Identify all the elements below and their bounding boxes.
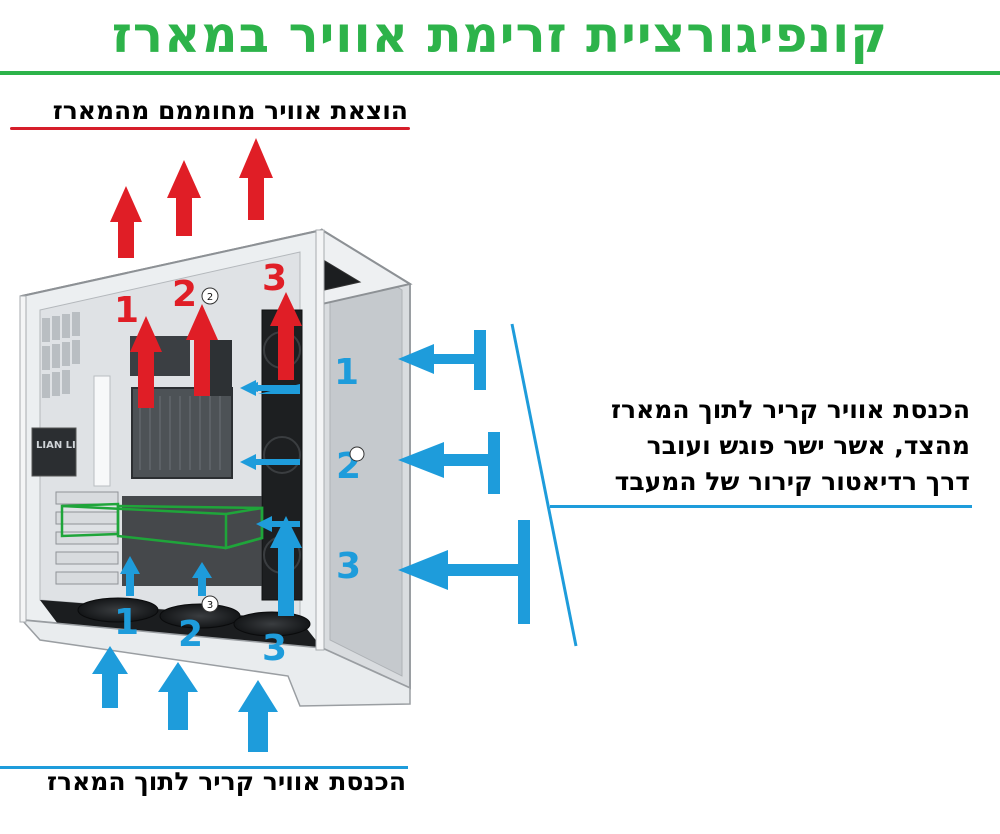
cable-cover [93, 375, 111, 487]
side-divider-line [510, 323, 578, 647]
title-underline [0, 71, 1000, 75]
bottom-fan-3: 3 [262, 628, 287, 669]
bottom-arrow-2 [158, 662, 198, 730]
bottom-intake-arrows [92, 516, 302, 752]
side-intake-arrows [240, 330, 530, 624]
top-fan-2: 2 [172, 274, 197, 315]
top-fan-3: 3 [262, 258, 287, 299]
side-arrow-2 [398, 442, 488, 478]
side-inner-line-2 [254, 459, 300, 465]
bottom-intake-rule [0, 766, 408, 769]
side-bar-1 [474, 330, 486, 390]
page-title: קונפיגורציית זרימת אוויר במארז [111, 6, 889, 64]
side-fan-1: 1 [334, 352, 359, 393]
bottom-arrow-3 [238, 680, 278, 752]
badge-3-circle [201, 595, 219, 613]
side-inner-head-3 [256, 516, 272, 532]
brand-badge [31, 427, 77, 477]
badge-3-text: 3 [207, 600, 213, 611]
pc-case: LIAN LI [19, 228, 413, 707]
bottom-fan-numbers: 1 2 3 [114, 602, 287, 669]
bottom-inner-arrow-1 [120, 556, 140, 596]
exhaust-arrow-inner-2 [186, 304, 218, 396]
bottom-inner-arrow-2 [192, 562, 212, 596]
side-intake-line-1: הכנסת אוויר קריר לתוך המארז [611, 395, 970, 424]
top-fan-numbers: 1 2 3 [114, 258, 287, 331]
side-inner-head-1 [240, 380, 256, 396]
bottom-fan-1: 1 [114, 602, 139, 643]
cooler-fins [139, 396, 221, 470]
top-fan-1: 1 [114, 290, 139, 331]
side-inner-line-1 [254, 385, 300, 391]
bottom-arrow-1 [92, 646, 128, 708]
side-fan-numbers: 1 2 3 [334, 352, 361, 587]
badge-2-text: 2 [207, 292, 213, 303]
side-intake-line-2: מהצד, אשר ישר פוגש ועובר [646, 431, 970, 460]
exhaust-arrow-3 [239, 138, 273, 220]
side-arrow-3 [398, 550, 518, 590]
left-pillar [19, 295, 27, 623]
bottom-fans [77, 597, 311, 637]
exhaust-arrow-inner-1 [130, 316, 162, 408]
side-badge-circle [349, 446, 365, 462]
exhaust-label: הוצאת אוויר מחוממם מהמארז [52, 96, 408, 125]
exhaust-arrow-2 [167, 160, 201, 236]
side-intake-underline [550, 505, 972, 508]
exhaust-arrow-inner-3 [270, 292, 302, 380]
front-pillar [315, 229, 325, 651]
bottom-intake-label: הכנסת אוויר קריר לתוך המארז [47, 767, 406, 796]
badge-2-circle [201, 287, 219, 305]
side-inner-head-2 [240, 454, 256, 470]
exhaust-arrow-1 [110, 186, 142, 258]
back-vents [42, 312, 80, 398]
side-intake-line-3: דרך רדיאטור קירור של המעבד [614, 467, 970, 496]
case-base [20, 619, 411, 707]
side-bar-2 [488, 432, 500, 494]
side-fan-3: 3 [336, 546, 361, 587]
bottom-fan-2: 2 [178, 614, 203, 655]
exhaust-underline [10, 127, 410, 130]
bottom-inner-arrow-3 [270, 516, 302, 616]
brand-text: LIAN LI [36, 440, 76, 451]
gpu-outline [60, 502, 264, 550]
side-arrow-1 [398, 344, 474, 374]
side-bar-3 [518, 520, 530, 624]
exhaust-arrows [110, 138, 302, 408]
